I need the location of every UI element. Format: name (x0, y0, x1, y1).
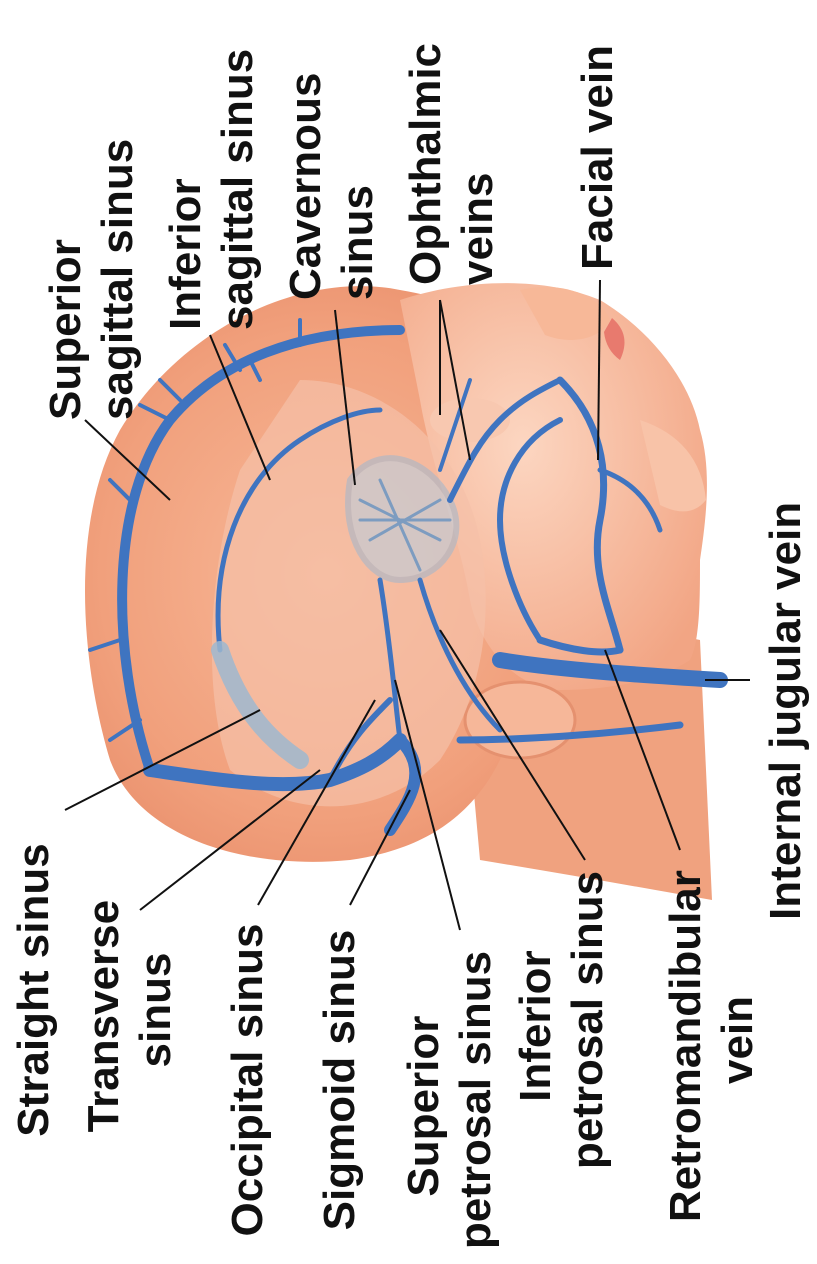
label-superior-sagittal-sinus-line1: Superior (41, 239, 90, 420)
label-ophthalmic-veins-line2: veins (453, 172, 502, 285)
label-inferior-sagittal-sinus-line2: sagittal sinus (213, 49, 262, 330)
label-transverse-sinus: Transverse sinus (79, 888, 180, 1133)
label-inferior-petrosal-sinus: Inferior petrosal sinus (511, 871, 612, 1169)
label-straight-sinus: Straight sinus (9, 843, 58, 1136)
label-ophthalmic-veins-line1: Ophthalmic (401, 43, 450, 285)
label-cavernous-sinus-line1: Cavernous (281, 73, 330, 300)
label-retromandibular-vein-line1: Retromandibular (661, 870, 710, 1222)
label-inferior-sagittal-sinus-line1: Inferior (161, 178, 210, 330)
label-ophthalmic-veins: Ophthalmic veins (401, 31, 502, 285)
label-superior-petrosal-sinus-line1: Superior (399, 1016, 448, 1197)
label-internal-jugular-vein: Internal jugular vein (761, 502, 810, 920)
label-facial-vein: Facial vein (573, 45, 622, 270)
label-sigmoid-sinus: Sigmoid sinus (315, 930, 364, 1231)
label-inferior-petrosal-sinus-line2: petrosal sinus (563, 871, 612, 1169)
label-inferior-petrosal-sinus-line1: Inferior (511, 950, 560, 1102)
label-retromandibular-vein: Retromandibular vein (661, 858, 762, 1222)
label-retromandibular-vein-line2: vein (713, 996, 762, 1084)
label-transverse-sinus-line2: sinus (131, 953, 180, 1068)
label-occipital-sinus: Occipital sinus (223, 924, 272, 1237)
label-superior-sagittal-sinus-line2: sagittal sinus (93, 139, 142, 420)
label-transverse-sinus-line1: Transverse (79, 900, 128, 1132)
ear (465, 682, 575, 758)
label-cavernous-sinus-line2: sinus (333, 185, 382, 300)
label-cavernous-sinus: Cavernous sinus (281, 60, 382, 300)
label-superior-sagittal-sinus: Superior sagittal sinus (41, 139, 142, 420)
label-superior-petrosal-sinus-line2: petrosal sinus (451, 951, 500, 1249)
label-inferior-sagittal-sinus: Inferior sagittal sinus (161, 49, 262, 330)
label-superior-petrosal-sinus: Superior petrosal sinus (399, 951, 500, 1249)
